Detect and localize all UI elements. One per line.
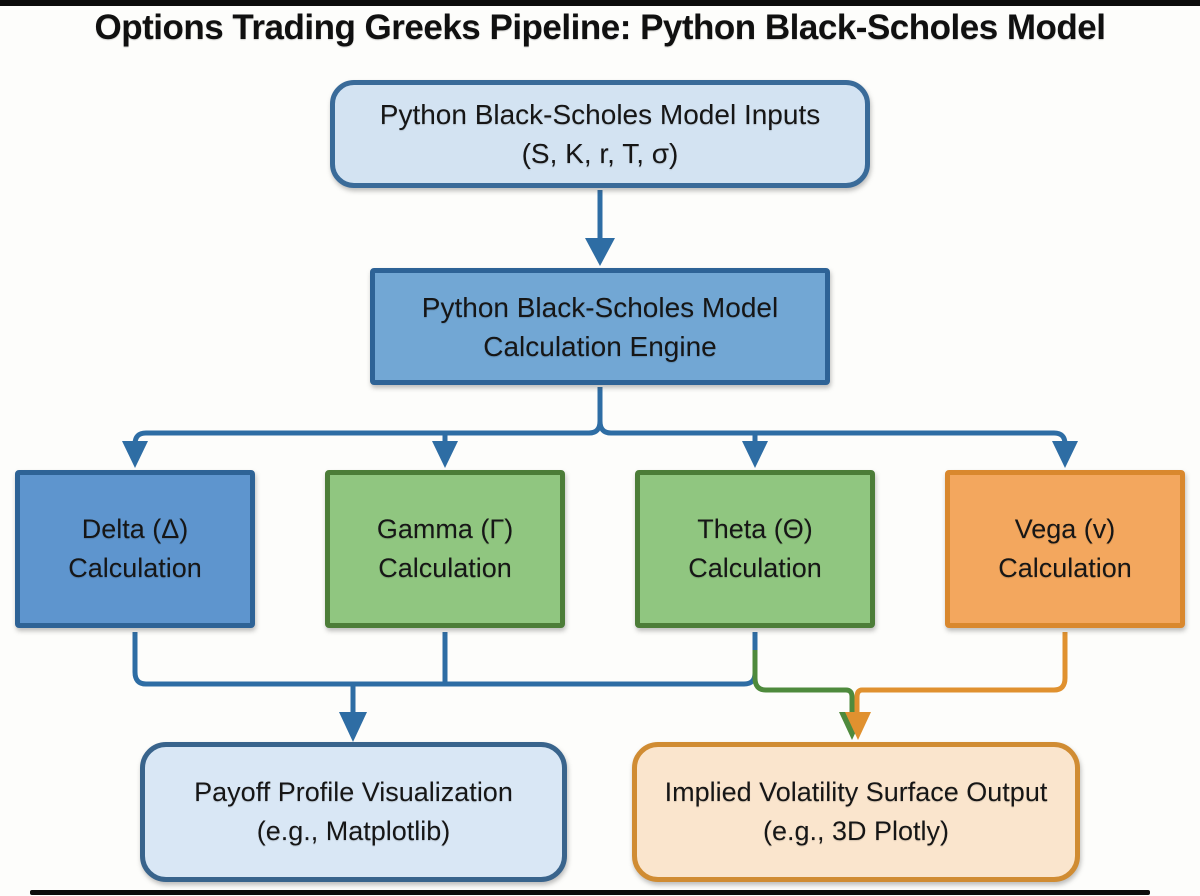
node-model-inputs-line1: Python Black-Scholes Model Inputs [379,99,821,130]
node-delta-line1: Delta (Δ) [81,514,189,544]
diagram-title: Options Trading Greeks Pipeline: Python … [94,8,1107,47]
top-edge-bar [0,0,1200,6]
bottom-edge-bar [30,890,1150,895]
node-delta-line2: Calculation [68,553,202,583]
node-model-inputs-line2: (S, K, r, T, σ) [521,138,679,169]
node-vega-calculation: Vega (v) Calculation [945,470,1185,628]
node-ivsurf-line2: (e.g., 3D Plotly) [762,816,950,846]
node-calculation-engine: Python Black-Scholes Model Calculation E… [370,268,830,385]
node-vega-line1: Vega (v) [1014,514,1116,544]
node-model-inputs: Python Black-Scholes Model Inputs (S, K,… [330,80,870,188]
node-implied-volatility-surface: Implied Volatility Surface Output (e.g.,… [632,742,1080,882]
connector-greeks-to-payoff [132,632,758,742]
connector-theta-vega-to-ivsurface [752,632,1068,740]
node-payoff-line2: (e.g., Matplotlib) [256,816,451,846]
node-gamma-line2: Calculation [378,553,512,583]
node-delta-calculation: Delta (Δ) Calculation [15,470,255,628]
node-theta-line1: Theta (Θ) [697,514,813,544]
connector-inputs-to-engine [585,190,615,266]
node-calculation-engine-line1: Python Black-Scholes Model [421,291,779,323]
node-gamma-line1: Gamma (Γ) [376,514,514,544]
node-theta-line2: Calculation [688,553,822,583]
node-ivsurf-line1: Implied Volatility Surface Output [664,777,1048,807]
node-vega-line2: Calculation [998,553,1132,583]
node-theta-calculation: Theta (Θ) Calculation [635,470,875,628]
connector-engine-to-greeks [122,387,1078,468]
node-calculation-engine-line2: Calculation Engine [483,330,717,362]
node-gamma-calculation: Gamma (Γ) Calculation [325,470,565,628]
node-payoff-line1: Payoff Profile Visualization [194,777,513,807]
node-payoff-visualization: Payoff Profile Visualization (e.g., Matp… [140,742,567,882]
